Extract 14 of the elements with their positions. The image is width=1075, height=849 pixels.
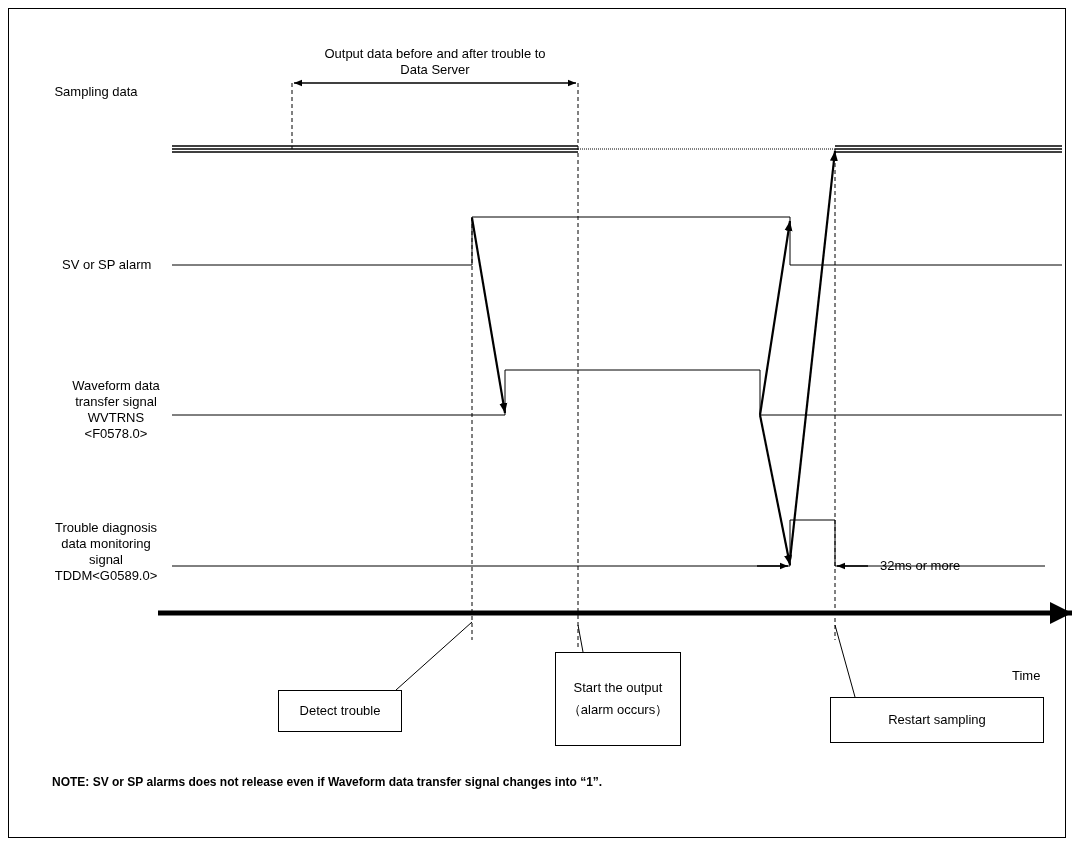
leader-line [577, 624, 584, 653]
signal-name: Sampling data [53, 84, 139, 100]
signal-name: Trouble diagnosis data monitoring signal TDDM<G0589.0> [53, 520, 159, 584]
note-text: NOTE: SV or SP alarms does not release even if Waveform data transfer signal changes into “1”. [52, 774, 604, 790]
callout-box: Detect trouble [278, 690, 402, 732]
callout-box: Start the output （alarm occurs） [555, 652, 681, 746]
dimension-label: Output data before and after trouble to Data Server [323, 46, 547, 78]
signal-name: Waveform data transfer signal WVTRNS <F0578.0> [71, 378, 161, 442]
leader-line [395, 621, 473, 691]
signal-name: SV or SP alarm [62, 257, 153, 273]
leader-line [834, 624, 856, 698]
dimension-label: 32ms or more [880, 558, 962, 574]
axis-label: Time [1012, 668, 1042, 684]
callout-box: Restart sampling [830, 697, 1044, 743]
